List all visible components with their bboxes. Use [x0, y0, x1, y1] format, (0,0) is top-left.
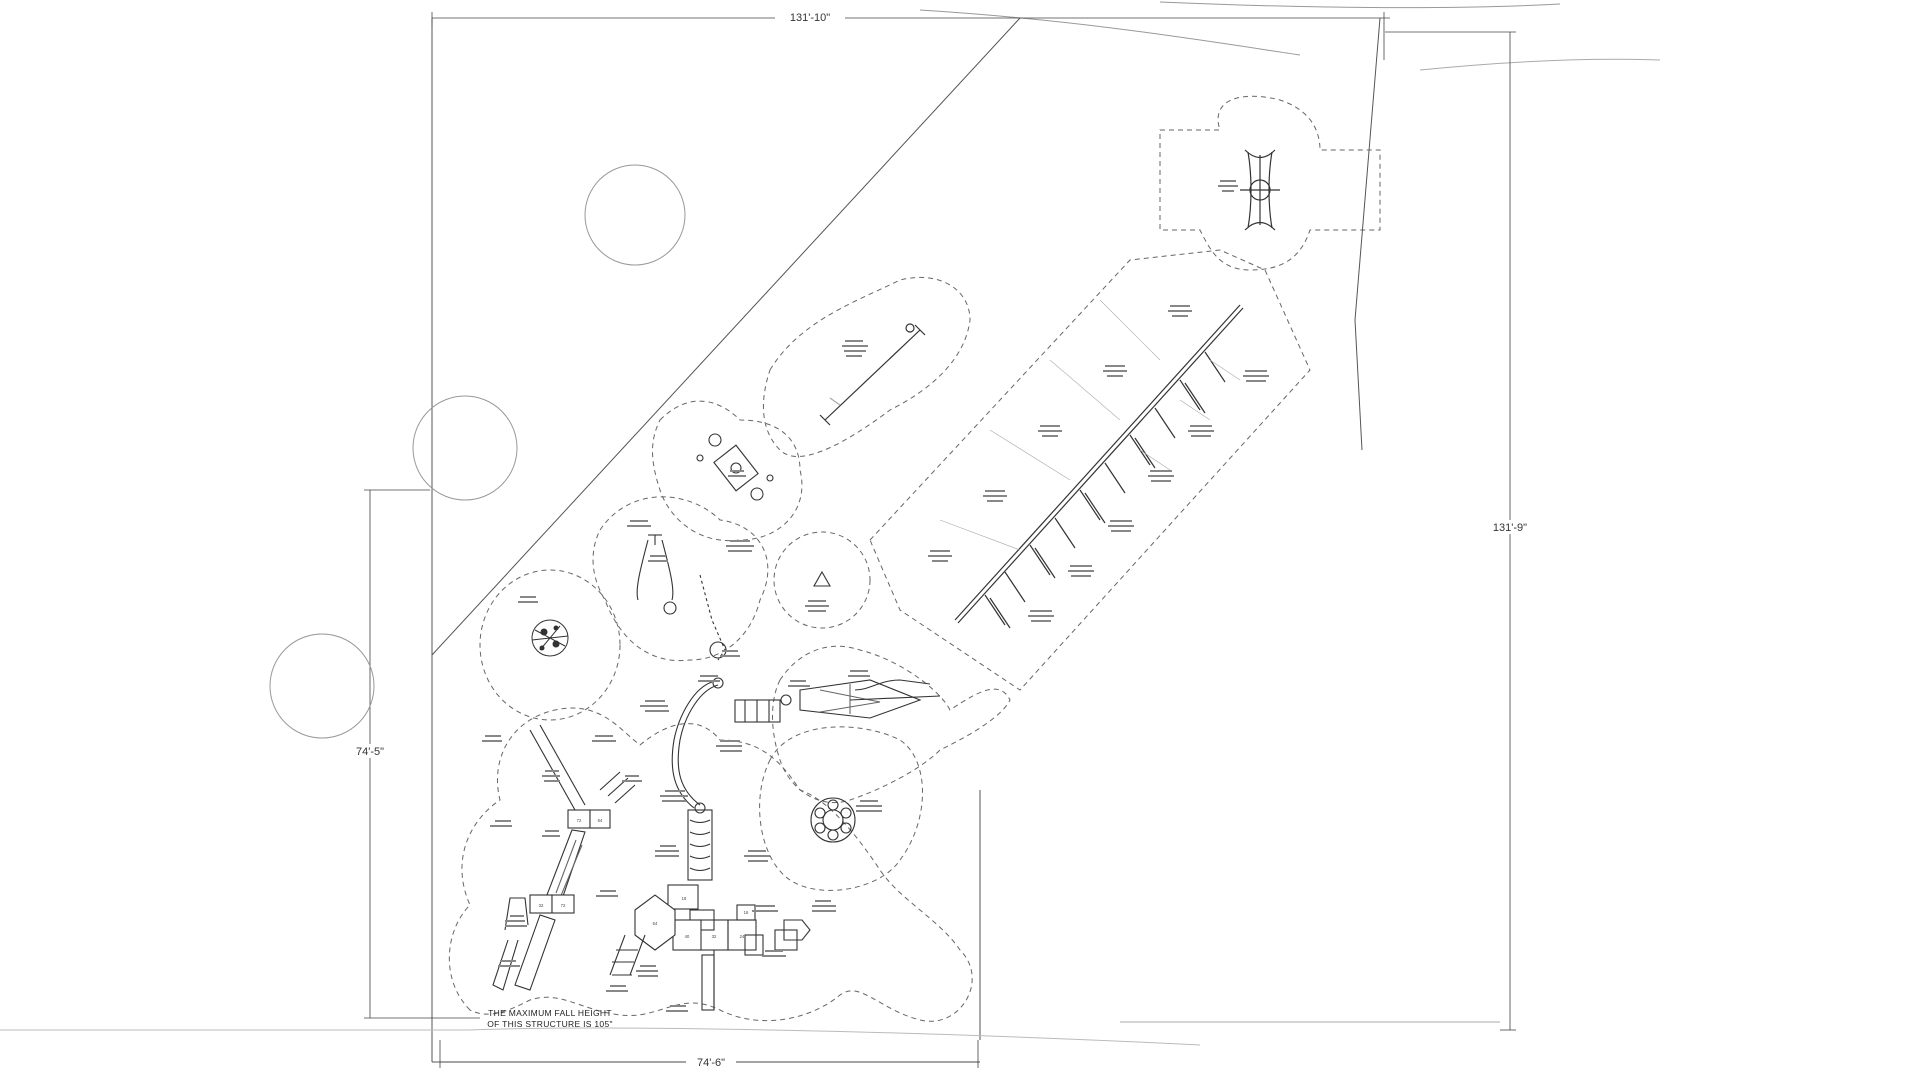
geo-dome: [531, 619, 569, 657]
curved-bridge: [671, 677, 724, 814]
swing-leader-lines: [939, 299, 1241, 551]
deck-label-d5: 64: [653, 921, 658, 926]
tree-circle: [584, 164, 686, 266]
direction-arrow: [783, 919, 811, 941]
site-boundary: [0, 1, 1661, 1063]
callout-labels: [482, 470, 882, 1012]
dim-bottom-width: 74'-6": [697, 1057, 725, 1069]
zone-ellipse: [479, 569, 621, 721]
seesaw: [819, 323, 926, 426]
single-post-swing: [1240, 149, 1280, 231]
dim-left-height: 74'-5": [356, 746, 384, 758]
net-climber: [849, 679, 941, 701]
tree-circle: [412, 395, 518, 501]
dim-right-height: 131'-9": [1493, 522, 1527, 534]
dim-top-width: 131'-10": [790, 12, 830, 24]
spinner-bowl: [810, 797, 856, 843]
tree-circle: [269, 633, 375, 739]
deck-label-d4: 72: [561, 903, 566, 908]
spring-rider: [696, 433, 774, 501]
deck-label-d2: 64: [598, 818, 603, 823]
deck-label-d1: 72: [577, 818, 582, 823]
fall-height-note-line1: THE MAXIMUM FALL HEIGHT: [488, 1008, 612, 1018]
arch-climber: [636, 534, 727, 661]
ramp-bridge: [734, 679, 922, 723]
use-zones: [448, 95, 1381, 1022]
swing-text-blocks: [928, 305, 1269, 622]
trees: [269, 164, 686, 739]
deck-label-d6: 18: [682, 896, 687, 901]
fall-height-note-line2: OF THIS STRUCTURE IS 105": [487, 1019, 613, 1029]
deck-label-d7: 40: [685, 934, 690, 939]
top-swing-label: [1218, 180, 1238, 192]
deck-label-d8: 32: [712, 934, 717, 939]
deck-label-d9: 24: [740, 934, 745, 939]
main-structure: [609, 809, 798, 1011]
spinner-element: [813, 570, 831, 587]
long-swing-set: [954, 304, 1244, 629]
left-slide-structure: [492, 724, 636, 991]
seesaw-label: [842, 340, 868, 357]
deck-label-d3: 32: [539, 903, 544, 908]
deck-label-d10: 16: [744, 910, 749, 915]
